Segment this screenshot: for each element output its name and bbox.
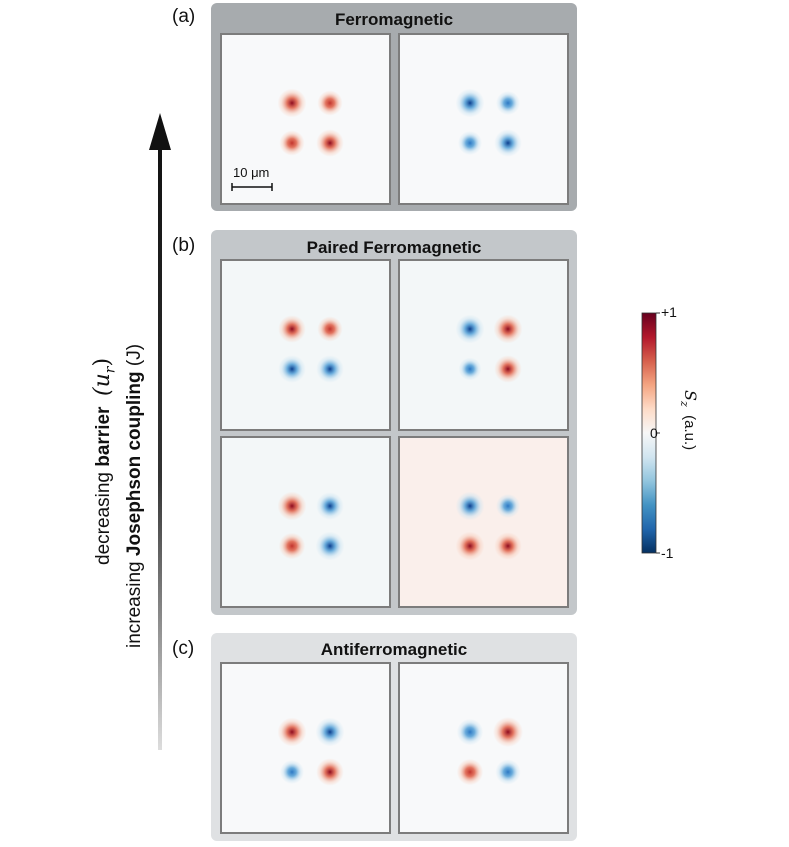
spin-up-spot	[456, 758, 484, 786]
spin-down-spot	[316, 492, 344, 520]
barrier-bold: barrier	[93, 406, 114, 467]
panel-ferro-2	[398, 33, 569, 205]
spin-down-spot	[458, 357, 482, 381]
panel-antiferro-1	[220, 662, 391, 834]
spin-down-spot	[315, 717, 345, 747]
group-title-ferromagnetic: Ferromagnetic	[334, 10, 454, 29]
scale-bar	[231, 183, 273, 191]
panel-antiferro-2	[398, 662, 569, 834]
barrier-subscript: r	[102, 366, 119, 374]
colorbar-mid: 0	[650, 425, 658, 441]
panel-paired-1	[220, 259, 391, 431]
barrier-pre: decreasing	[93, 466, 114, 565]
spin-map	[277, 88, 344, 157]
spin-down-spot	[455, 491, 485, 521]
spin-down-spot	[455, 314, 485, 344]
spin-down-spot	[496, 494, 520, 518]
spin-map	[277, 717, 345, 786]
axis-label-barrier: decreasing barrier (ur)	[90, 358, 118, 565]
spin-map	[455, 491, 522, 561]
spin-up-spot	[317, 316, 343, 342]
spin-down-spot	[316, 355, 344, 383]
spin-up-spot	[277, 88, 307, 118]
spin-up-spot	[279, 130, 305, 156]
spin-down-spot	[495, 759, 521, 785]
colorbar-label: Sz (a.u.)	[678, 390, 700, 450]
spin-up-spot	[494, 532, 522, 560]
spin-map	[456, 717, 523, 786]
group-title-paired: Paired Ferromagnetic	[306, 238, 482, 257]
panel-paired-2	[398, 259, 569, 431]
axis-label-josephson: increasing Josephson coupling (J)	[124, 344, 146, 648]
spin-down-spot	[280, 760, 304, 784]
scale-bar-label: 10 μm	[233, 165, 270, 180]
label-c: (c)	[172, 638, 195, 659]
colorbar-label-unit: (a.u.)	[681, 415, 698, 451]
colorbar-min: -1	[661, 545, 674, 561]
label-b: (b)	[172, 235, 196, 256]
spin-up-spot	[316, 758, 344, 786]
spin-up-spot	[455, 531, 485, 561]
spin-up-spot	[277, 491, 307, 521]
group-title-antiferromagnetic: Antiferromagnetic	[320, 640, 468, 659]
spin-down-spot	[455, 88, 485, 118]
spin-up-spot	[277, 717, 307, 747]
spin-up-spot	[316, 129, 344, 157]
colorbar-label-symbol: S	[681, 390, 700, 401]
josephson-bold: Josephson coupling	[124, 371, 145, 557]
colorbar-max: +1	[661, 304, 677, 320]
spin-map	[455, 314, 523, 383]
direction-arrow	[149, 113, 171, 750]
josephson-post: (J)	[124, 343, 145, 372]
panel-paired-4	[398, 436, 569, 608]
spin-down-spot	[456, 718, 484, 746]
spin-up-spot	[317, 90, 343, 116]
spin-down-spot	[494, 129, 522, 157]
panel-ferro-1	[220, 33, 391, 205]
spin-up-spot	[493, 314, 523, 344]
spin-map	[278, 315, 344, 383]
spin-down-spot	[315, 531, 345, 561]
spin-up-spot	[494, 355, 522, 383]
spin-map	[277, 491, 345, 561]
colorbar-label-subscript: z	[678, 400, 691, 407]
spin-down-spot	[278, 355, 306, 383]
colorbar	[641, 312, 660, 554]
barrier-symbol: (u	[90, 373, 115, 396]
spin-up-spot	[493, 717, 523, 747]
label-a: (a)	[172, 6, 196, 27]
spin-up-spot	[278, 532, 306, 560]
panel-paired-3	[220, 436, 391, 608]
barrier-close: )	[90, 357, 115, 367]
spin-up-spot	[278, 315, 306, 343]
spin-map	[455, 88, 522, 157]
spin-down-spot	[496, 91, 520, 115]
josephson-pre: increasing	[124, 556, 145, 648]
spin-down-spot	[458, 131, 482, 155]
